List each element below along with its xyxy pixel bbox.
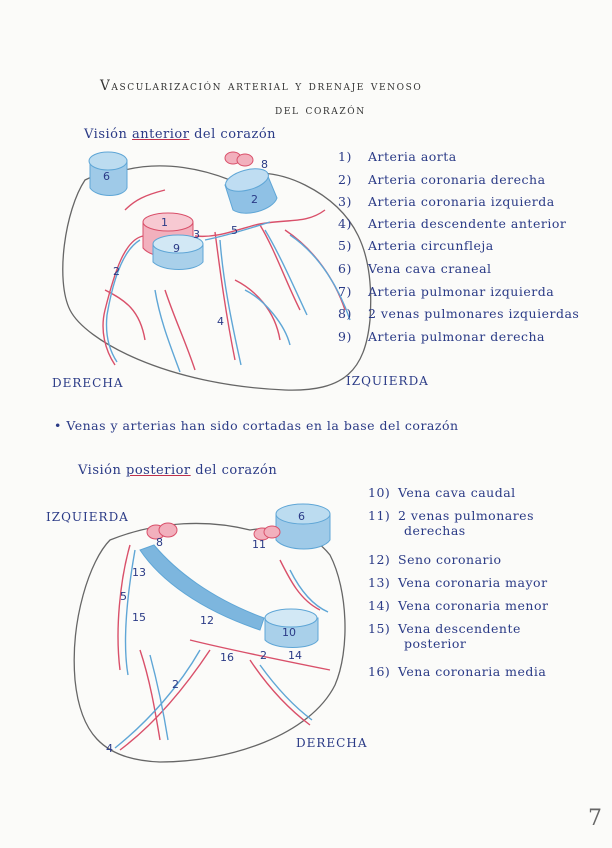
anterior-item: 8)2 venas pulmonares izquierdas [338,306,580,321]
posterior-right-label: DERECHA [296,736,368,750]
anterior-item: 2)Arteria coronaria derecha [338,172,546,187]
posterior-item: 13)Vena coronaria mayor [368,575,548,590]
mark-3: 3 [193,228,200,241]
mark-2: 2 [251,193,258,206]
posterior-heading: Visión posterior del corazón [78,463,278,478]
anterior-heart-diagram: 1 2 3 4 5 6 8 9 2 [62,151,372,391]
page-title: Vascularización arterial y drenaje venos… [100,78,423,94]
sinus-coronary [139,544,265,631]
mark-9: 9 [173,242,180,255]
anterior-item: 6)Vena cava craneal [338,261,492,276]
mark-15: 15 [132,611,146,624]
posterior-item: 10)Vena cava caudal [368,485,516,500]
mark-5: 5 [120,590,127,603]
mark-6: 6 [103,170,110,183]
anterior-item: 9)Arteria pulmonar derecha [338,329,545,344]
posterior-item: 12)Seno coronario [368,552,502,567]
mark-8: 8 [261,158,268,171]
mark-14: 14 [288,649,302,662]
posterior-heart-diagram: 6 8 11 13 5 15 12 10 16 2 14 2 4 [73,503,346,763]
posterior-left-label: IZQUIERDA [46,510,129,524]
anterior-item: 5)Arteria circunfleja [338,238,494,253]
anterior-right-label: IZQUIERDA [346,374,429,388]
page-subtitle: del corazón [275,102,366,118]
anterior-item: 3)Arteria coronaria izquierda [338,194,555,209]
page-number: 7 [588,806,602,831]
heart-outline [62,165,372,391]
mark-8: 8 [156,536,163,549]
mark-2b: 2 [113,265,120,278]
mark-16: 16 [220,651,234,664]
mark-2b: 2 [172,678,179,691]
mark-4: 4 [217,315,224,328]
posterior-item: 16)Vena coronaria media [368,664,547,679]
note-text: • Venas y arterias han sido cortadas en … [54,418,459,433]
mark-4: 4 [106,742,113,755]
mark-10: 10 [282,626,296,639]
anterior-left-label: DERECHA [52,376,124,390]
mark-5: 5 [231,224,238,237]
mark-13: 13 [132,566,146,579]
posterior-item: 14)Vena coronaria menor [368,598,549,613]
anterior-item: 1)Arteria aorta [338,149,457,164]
anterior-heading: Visión anterior del corazón [84,127,277,142]
anterior-item: 7)Arteria pulmonar izquierda [338,284,555,299]
mark-1: 1 [161,216,168,229]
mark-11: 11 [252,538,266,551]
mark-12: 12 [200,614,214,627]
mark-2: 2 [260,649,267,662]
anterior-item: 4)Arteria descendente anterior [338,216,567,231]
heart-outline [73,522,346,763]
mark-6: 6 [298,510,305,523]
